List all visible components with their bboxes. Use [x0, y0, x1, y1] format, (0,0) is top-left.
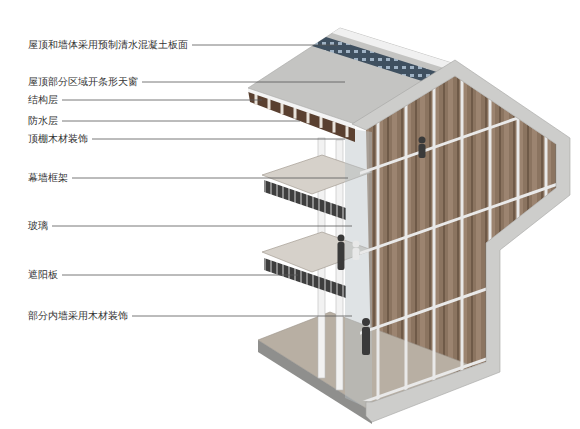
callout-label: 结构层	[28, 94, 58, 106]
rafter	[281, 103, 284, 114]
mullion	[545, 50, 548, 425]
leader-line	[92, 139, 345, 140]
rafter	[320, 117, 323, 128]
leader-line	[62, 275, 298, 276]
callout-label: 屋顶部分区域开条形天窗	[28, 76, 138, 88]
roof-ridge-band	[332, 28, 455, 69]
leader-line	[132, 316, 352, 317]
person	[338, 137, 426, 356]
mullion	[433, 50, 436, 425]
callout-label: 遮阳板	[28, 269, 58, 281]
callout-label: 顶棚木材装饰	[28, 133, 88, 145]
rafter	[333, 122, 336, 133]
rafter	[255, 94, 258, 105]
rafter	[294, 108, 297, 119]
leader-line	[62, 100, 262, 101]
callout-label: 屋顶和墙体采用预制清水混凝土板面	[28, 39, 188, 51]
roof-concrete-panel	[248, 28, 455, 124]
rafter	[346, 126, 349, 137]
leader-line	[142, 82, 345, 83]
callout-label: 防水层	[28, 115, 58, 127]
callout-label: 部分内墙采用木材装饰	[28, 310, 128, 322]
callout-label: 玻璃	[28, 220, 48, 232]
leader-line	[62, 121, 300, 122]
leader-line	[72, 178, 348, 179]
rafter	[307, 112, 310, 123]
callout-label: 幕墙框架	[28, 172, 68, 184]
leader-line	[192, 45, 338, 46]
sunshade-louver	[264, 258, 346, 298]
sunshade-louver	[264, 180, 346, 220]
leader-line	[52, 226, 352, 227]
rafter	[268, 98, 271, 109]
transom	[355, 330, 570, 405]
transom	[355, 260, 570, 335]
concrete-section-band	[352, 60, 570, 422]
